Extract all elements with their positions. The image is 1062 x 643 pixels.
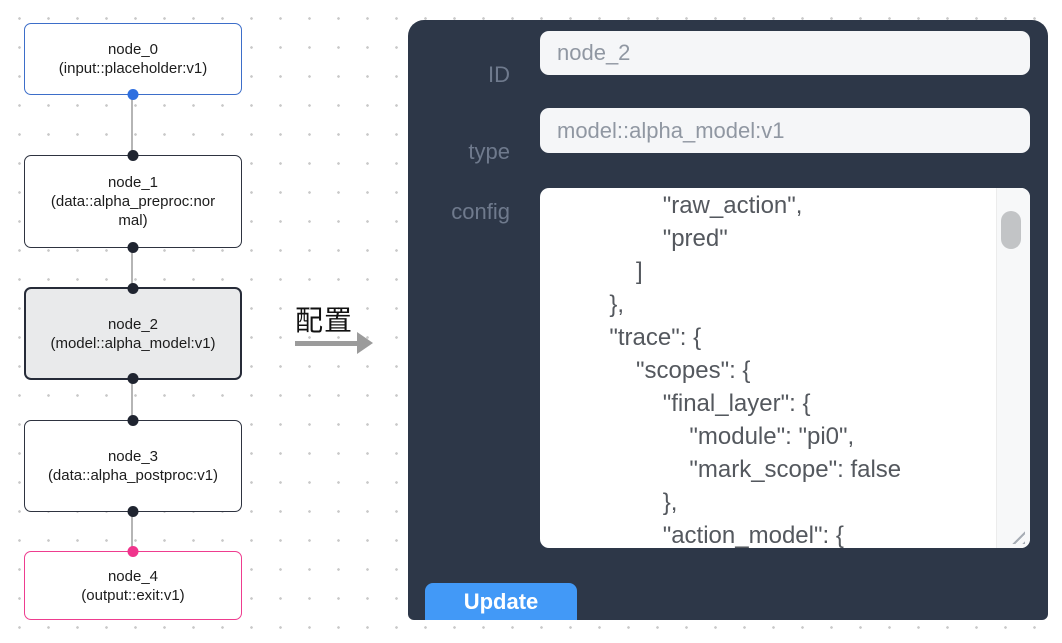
node-type-label: (input::placeholder:v1) xyxy=(58,60,208,77)
flow-node-node_0[interactable]: node_0 (input::placeholder:v1) xyxy=(24,23,242,100)
config-field-label: config xyxy=(451,199,510,224)
input-port[interactable] xyxy=(127,415,139,426)
input-port[interactable] xyxy=(127,546,139,557)
right-arrow-icon xyxy=(295,341,359,346)
edge-node0-node1 xyxy=(131,95,133,156)
node-name-label: node_3 xyxy=(107,448,159,465)
input-port[interactable] xyxy=(127,283,139,294)
output-port[interactable] xyxy=(127,373,139,384)
flow-node-node_1[interactable]: node_1 (data::alpha_preproc:normal) xyxy=(24,150,242,253)
node-type-label: (data::alpha_preproc:normal) xyxy=(50,193,216,229)
update-button[interactable]: Update xyxy=(425,583,577,620)
edge-node1-node2 xyxy=(131,248,133,288)
output-port[interactable] xyxy=(127,506,139,517)
node-name-label: node_2 xyxy=(107,315,159,333)
right-arrow-head-icon xyxy=(357,332,373,354)
node-config-panel: ID node_2 type model::alpha_model:v1 con… xyxy=(408,20,1048,620)
flow-node-node_2[interactable]: node_2 (model::alpha_model:v1) xyxy=(24,283,242,384)
config-json-text: "raw_action", "pred" ] }, "trace": { "sc… xyxy=(609,192,902,548)
configure-annotation-label: 配置 xyxy=(294,305,353,336)
node-type-label: (output::exit:v1) xyxy=(81,586,185,604)
scrollbar-thumb[interactable] xyxy=(1001,211,1021,249)
edge-node2-node3 xyxy=(131,380,133,420)
config-textarea[interactable]: "raw_action", "pred" ] }, "trace": { "sc… xyxy=(540,188,1030,548)
type-field-label: type xyxy=(468,139,510,164)
flow-node-node_4[interactable]: node_4 (output::exit:v1) xyxy=(24,546,242,620)
node-name-label: node_4 xyxy=(107,567,159,585)
type-input[interactable]: model::alpha_model:v1 xyxy=(540,108,1030,153)
input-port[interactable] xyxy=(127,150,139,161)
output-port[interactable] xyxy=(127,89,139,100)
node-type-label: (model::alpha_model:v1) xyxy=(50,334,216,352)
flow-node-node_3[interactable]: node_3 (data::alpha_postproc:v1) xyxy=(24,415,242,517)
id-input[interactable]: node_2 xyxy=(540,31,1030,75)
node-type-label: (data::alpha_postproc:v1) xyxy=(47,467,219,484)
node-name-label: node_0 xyxy=(107,41,159,58)
id-field-label: ID xyxy=(488,62,510,87)
scrollbar-track[interactable] xyxy=(996,188,1030,548)
output-port[interactable] xyxy=(127,242,139,253)
node-name-label: node_1 xyxy=(107,174,159,191)
edge-node3-node4 xyxy=(131,512,133,552)
